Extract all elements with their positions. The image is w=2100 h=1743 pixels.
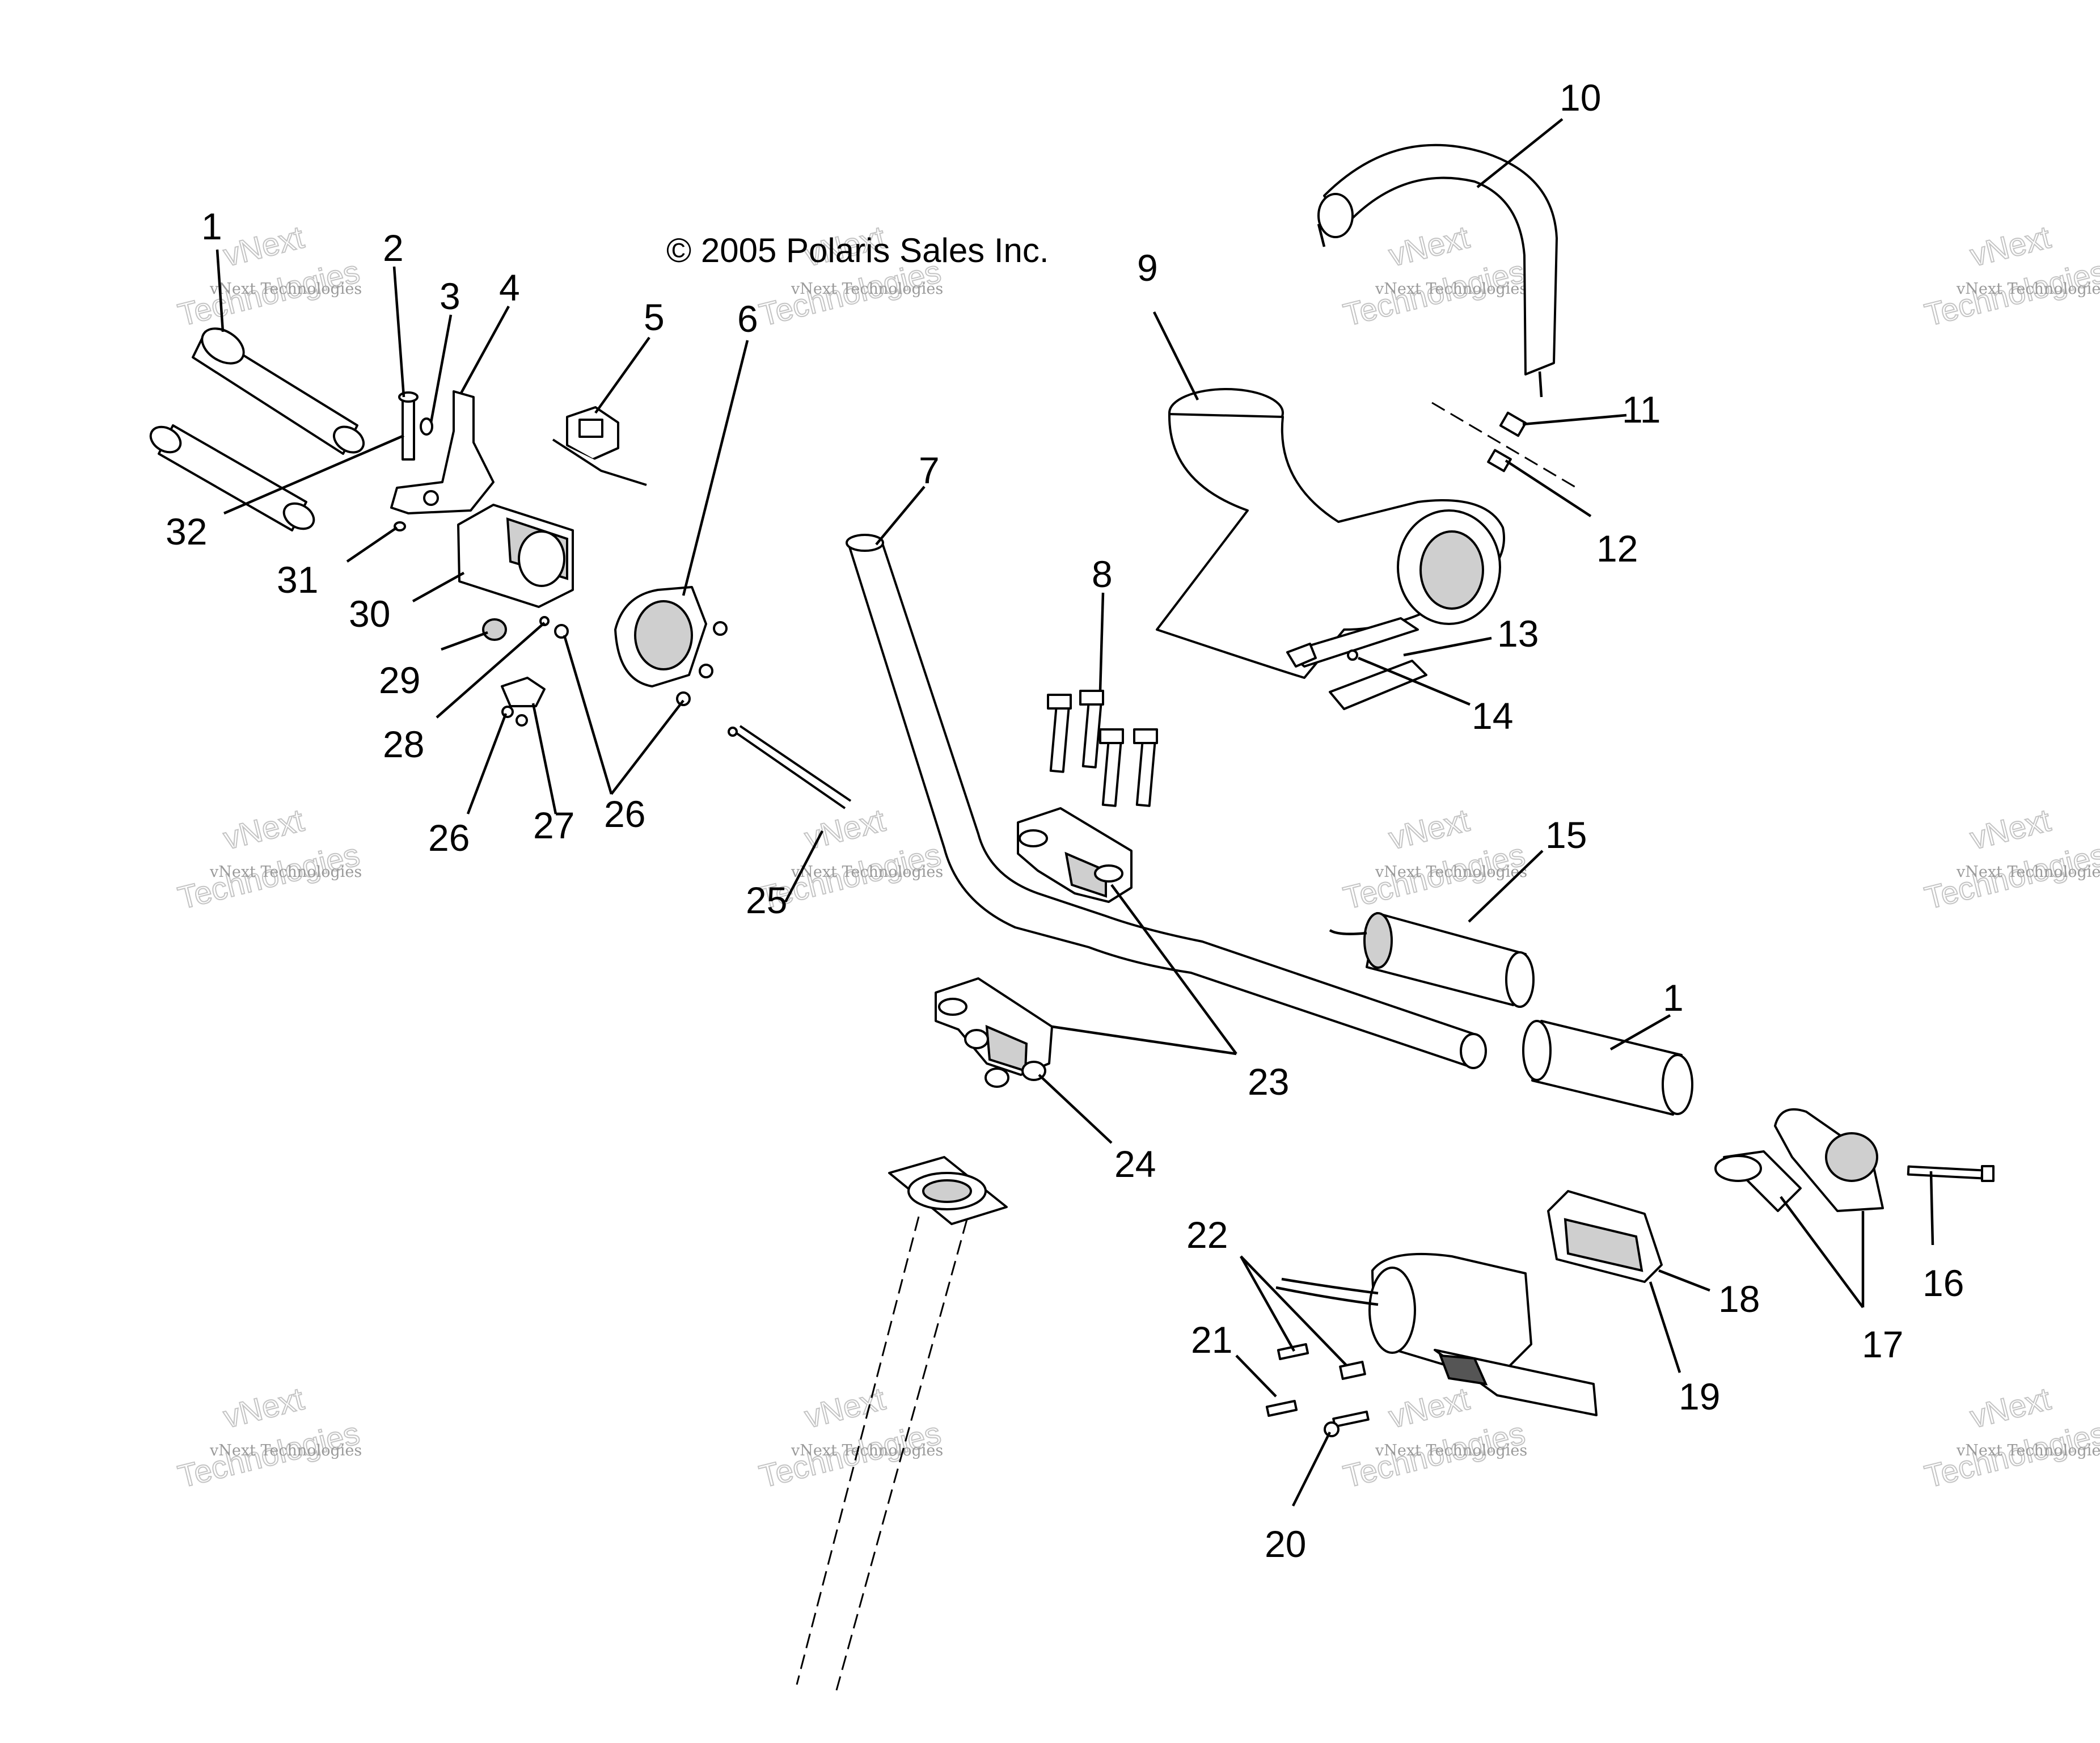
- watermark-big-top: vNext: [1967, 802, 2055, 856]
- callout-31: 31: [277, 559, 318, 601]
- watermark-big-top: vNext: [1385, 219, 1473, 273]
- watermark-big-top: vNext: [220, 1381, 308, 1435]
- callout-19: 19: [1679, 1375, 1720, 1417]
- brake-master-cylinder: [1275, 1190, 1663, 1416]
- cover-screws: [554, 621, 728, 706]
- watermark-small: vNext Technologies: [1375, 280, 1527, 298]
- watermark-big-top: vNext: [1967, 1381, 2055, 1435]
- watermark: vNext Technologies vNext Technologies: [174, 801, 364, 917]
- callout-24: 24: [1114, 1143, 1156, 1185]
- watermark-small: vNext Technologies: [1956, 280, 2100, 298]
- callout-13: 13: [1497, 613, 1539, 655]
- watermark: vNext Technologies vNext Technologies: [174, 1380, 364, 1495]
- callout-14: 14: [1472, 695, 1513, 737]
- watermark-small: vNext Technologies: [791, 280, 943, 298]
- callout-23: 23: [1248, 1061, 1289, 1103]
- master-cylinder-bolts: [1265, 1343, 1370, 1437]
- watermark-big-top: vNext: [801, 1381, 889, 1435]
- watermark: vNext Technologies vNext Technologies: [1921, 801, 2100, 917]
- callout-6: 6: [737, 298, 758, 340]
- callouts: 1 2 3 4 5 6 7 8 9 10 11 12 13 14 15 1 16…: [166, 77, 1964, 1565]
- watermark: vNext Technologies vNext Technologies: [1340, 801, 1529, 917]
- watermark-small: vNext Technologies: [209, 1442, 362, 1459]
- callout-4: 4: [499, 267, 520, 309]
- watermark-small: vNext Technologies: [209, 863, 362, 881]
- callout-25: 25: [746, 879, 787, 921]
- callout-18: 18: [1718, 1278, 1760, 1320]
- callout-22: 22: [1186, 1214, 1228, 1256]
- callout-15: 15: [1545, 814, 1587, 856]
- callout-28: 28: [383, 723, 424, 765]
- callout-2: 2: [383, 227, 404, 269]
- callout-12: 12: [1596, 527, 1638, 569]
- watermark-small: vNext Technologies: [1956, 1442, 2100, 1459]
- callout-11: 11: [1622, 389, 1661, 431]
- callout-9: 9: [1137, 247, 1158, 289]
- leader-lines: [216, 118, 1934, 1507]
- watermark: vNext Technologies vNext Technologies: [1921, 218, 2100, 334]
- handlebar: [846, 534, 1487, 1069]
- throttle-lever: [390, 390, 495, 514]
- callout-16: 16: [1922, 1262, 1964, 1304]
- watermark-big-top: vNext: [1385, 802, 1473, 856]
- callout-17: 17: [1862, 1323, 1903, 1365]
- watermark-big-top: vNext: [220, 219, 308, 273]
- throttle-clip: [420, 417, 433, 436]
- callout-1-right: 1: [1663, 977, 1684, 1019]
- watermark-small: vNext Technologies: [209, 280, 362, 298]
- callout-29: 29: [379, 659, 420, 701]
- heated-grip: [1329, 912, 1535, 1008]
- callout-27: 27: [533, 804, 574, 846]
- watermark-big-top: vNext: [1385, 1381, 1473, 1435]
- watermark: vNext Technologies vNext Technologies: [1340, 218, 1529, 334]
- callout-1-left: 1: [201, 205, 222, 247]
- callout-30: 30: [349, 593, 390, 635]
- bar-end-weights: [1714, 1108, 1995, 1212]
- callout-10: 10: [1560, 77, 1601, 119]
- throttle-pin: [398, 391, 419, 461]
- callout-21: 21: [1191, 1319, 1232, 1361]
- callout-32: 32: [166, 510, 207, 552]
- callout-26-right: 26: [604, 793, 645, 835]
- mount-bracket: [1286, 643, 1427, 710]
- watermark: vNext Technologies vNext Technologies: [1921, 1380, 2100, 1495]
- throttle-housing: [457, 504, 574, 608]
- watermark-small: vNext Technologies: [791, 1442, 943, 1459]
- watermark-small: vNext Technologies: [1375, 863, 1527, 881]
- left-grip: [192, 327, 365, 455]
- callout-20: 20: [1265, 1523, 1306, 1565]
- callout-8: 8: [1092, 553, 1113, 595]
- copyright-notice: © 2005 Polaris Sales Inc.: [666, 231, 1049, 269]
- watermark-small: vNext Technologies: [1956, 863, 2100, 881]
- throttle-cable: [728, 725, 852, 809]
- callout-3: 3: [440, 275, 460, 317]
- hand-guard-hardware: [1431, 402, 1577, 489]
- clamp-bolts: [1047, 690, 1158, 807]
- right-grip: [1522, 1020, 1693, 1116]
- handlebar-cover: [1156, 388, 1506, 679]
- kill-switch: [552, 406, 647, 486]
- cover-plate: [501, 677, 546, 727]
- watermark-small: vNext Technologies: [1375, 1442, 1527, 1459]
- watermark-big-top: vNext: [1967, 219, 2055, 273]
- grommet: [482, 618, 507, 641]
- housing-cover: [614, 586, 707, 687]
- watermark-small: vNext Technologies: [791, 863, 943, 881]
- callout-5: 5: [644, 296, 665, 338]
- handlebar-clamp-lower: [935, 977, 1053, 1076]
- handlebar-clamp-upper: [1017, 807, 1133, 903]
- callout-26-left: 26: [428, 817, 470, 859]
- hand-guard: [1317, 144, 1558, 398]
- callout-7: 7: [919, 449, 940, 491]
- steering-post: [796, 1156, 1008, 1691]
- grip-tube: [149, 424, 315, 531]
- watermark-big-top: vNext: [220, 802, 308, 856]
- watermark: vNext Technologies vNext Technologies: [1340, 1380, 1529, 1495]
